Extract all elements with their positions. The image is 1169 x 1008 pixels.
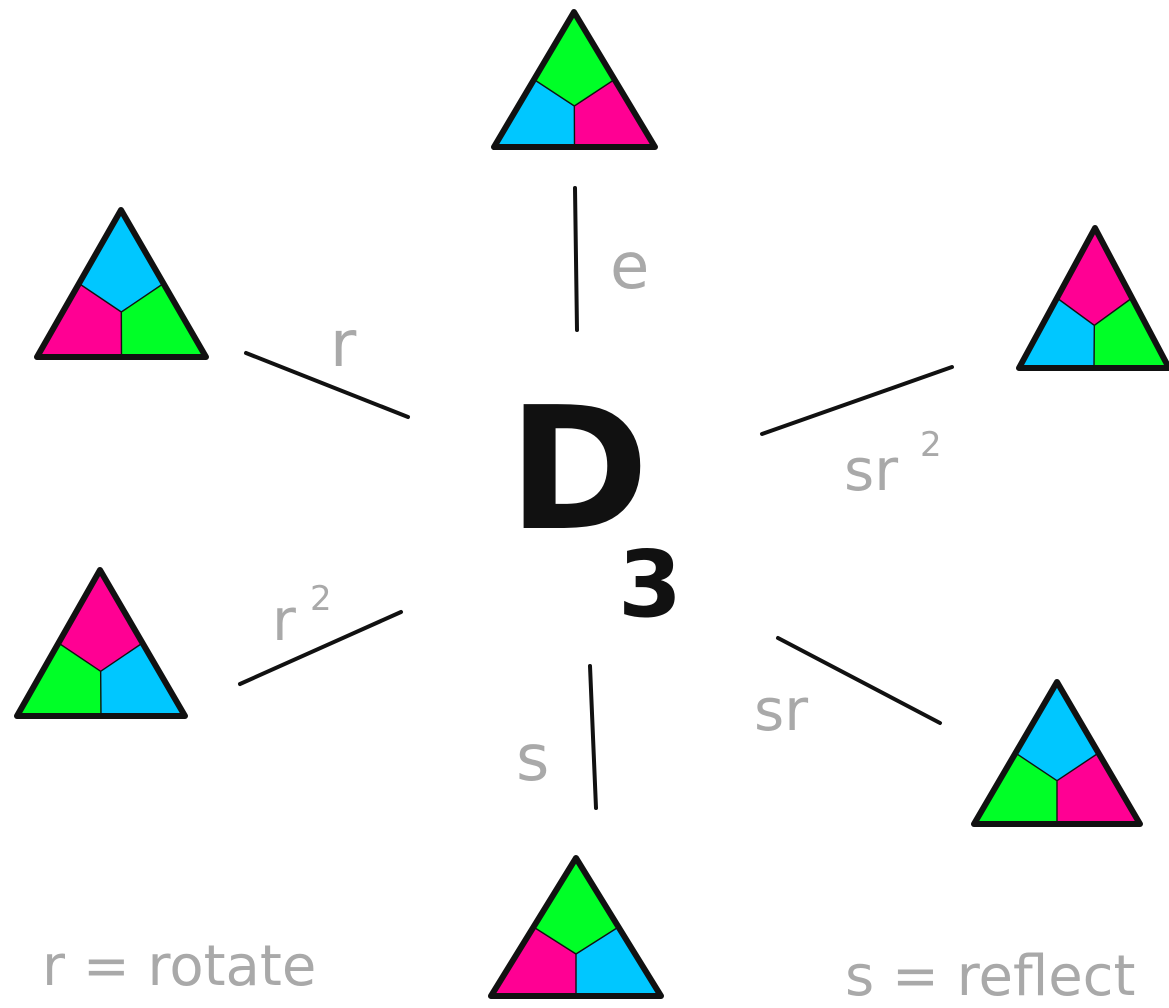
triangle-e [491,9,658,150]
triangle-r2-right-region [100,643,185,716]
triangle-r2-left-region [17,643,101,716]
spoke-r [244,351,410,419]
triangle-sr-top-region [1015,682,1099,781]
triangle-sr2-right-region [1094,298,1169,368]
triangle-s-outline [488,855,664,999]
triangle-r-outline [34,207,209,360]
triangle-s-top-region [533,858,619,954]
group-letter: D [508,371,649,569]
label-r2: r [272,586,296,654]
triangle-r2-outline [14,567,188,719]
triangle-e-top-region [534,12,615,106]
triangle-e-dividers [533,78,615,148]
triangle-sr2 [1016,225,1169,371]
label-sr2: sr [844,436,898,504]
triangle-r2-top-region [58,570,143,672]
triangle-r-left-region [37,283,122,357]
triangle-r-dividers [78,282,164,358]
spoke-sr2 [760,365,954,436]
spoke-e [573,186,579,332]
label-e: e [610,230,649,304]
triangle-s-dividers [533,926,619,996]
label-s: s [516,722,549,796]
legend-reflect: s = reflect [845,944,1135,1008]
triangle-r-top-region [79,210,164,312]
label-r2-superscript: 2 [310,579,332,619]
triangle-r-right-region [121,283,206,357]
triangle-sr [971,679,1143,827]
triangle-e-right-region [574,79,655,147]
triangle-sr2-top-region [1057,228,1132,326]
triangle-s-right-region [576,927,661,996]
triangle-e-outline [491,9,658,150]
label-sr: sr [754,676,808,744]
triangle-r2-dividers [58,642,143,717]
label-r: r [330,308,357,382]
spoke-r2 [238,610,403,686]
legend-rotate: r = rotate [42,934,316,999]
triangle-sr-left-region [974,753,1057,824]
triangle-sr2-left-region [1019,298,1095,368]
triangle-e-left-region [494,79,575,147]
label-sr2-superscript: 2 [920,425,942,465]
triangle-sr2-outline [1016,225,1169,371]
triangle-r [34,207,209,360]
triangle-r2 [14,567,188,719]
triangle-sr-dividers [1015,752,1099,824]
triangle-s [488,855,664,999]
spoke-s [588,664,598,810]
triangle-s-left-region [491,927,576,996]
triangle-sr-right-region [1057,753,1140,824]
triangle-sr-outline [971,679,1143,827]
group-subscript: 3 [618,531,682,638]
spoke-sr [776,636,942,725]
triangle-sr2-dividers [1056,297,1133,369]
